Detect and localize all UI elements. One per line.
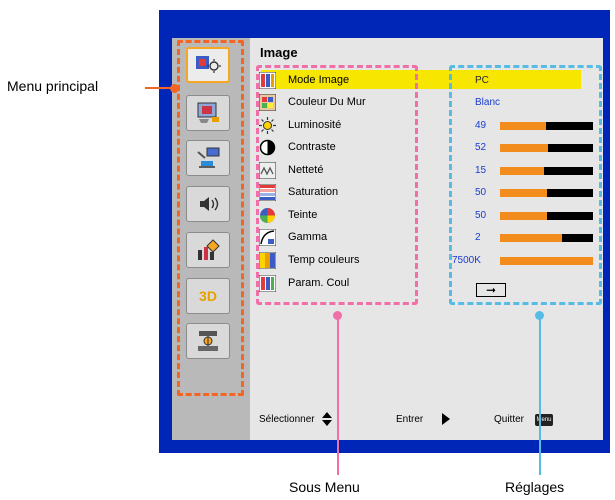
menu-item-couleur-du-mur[interactable]: Couleur Du Mur: [259, 92, 429, 112]
menu-item-gamma[interactable]: Gamma: [259, 227, 429, 247]
callout-main-menu: Menu principal: [7, 78, 99, 94]
slider-nettete[interactable]: [500, 167, 593, 175]
value-luminosite: 49: [475, 120, 487, 131]
value-saturation: 50: [475, 187, 487, 198]
main-menu-image-icon[interactable]: [186, 47, 230, 83]
slider-contraste[interactable]: [500, 144, 593, 152]
value-mode-image[interactable]: PC: [475, 75, 489, 86]
contrast-icon: [259, 139, 276, 155]
footer-enter-label: Entrer: [396, 414, 424, 425]
footer-hints: Sélectionner Entrer Quitter Menu: [259, 412, 599, 430]
tint-icon: [260, 207, 275, 223]
callout-line-settings: [539, 315, 541, 475]
menu-item-saturation[interactable]: Saturation: [259, 182, 429, 202]
slider-saturation[interactable]: [500, 189, 593, 197]
settings-outline: [449, 65, 602, 305]
color-settings-icon: [259, 274, 276, 292]
slider-temp-couleurs[interactable]: [500, 257, 593, 265]
submenu-outline: [256, 65, 418, 305]
callout-settings: Réglages: [505, 479, 565, 495]
saturation-icon: [259, 183, 276, 201]
gamma-icon: [259, 228, 276, 246]
sharpness-icon: [259, 161, 276, 179]
play-right-icon: [442, 413, 450, 428]
footer-select-label: Sélectionner: [259, 414, 315, 425]
main-menu-3d-icon[interactable]: 3D: [186, 278, 230, 314]
selected-row-highlight: [261, 70, 581, 89]
value-gamma: 2: [475, 232, 481, 243]
color-temp-icon: [259, 251, 276, 269]
callout-line-main: [145, 87, 175, 89]
value-nettete: 15: [475, 165, 487, 176]
main-menu-settings-icon[interactable]: [186, 140, 230, 176]
slider-gamma[interactable]: [500, 234, 593, 242]
value-temp-couleurs: 7500K: [452, 255, 481, 266]
main-menu-volume-icon[interactable]: [186, 186, 230, 222]
value-couleur-du-mur[interactable]: Blanc: [475, 97, 501, 108]
menu-item-mode-image[interactable]: Mode Image: [259, 70, 429, 90]
enter-arrow-button[interactable]: ➞: [476, 283, 506, 297]
menu-item-luminosite[interactable]: Luminosité: [259, 115, 429, 135]
main-menu-outline: [177, 40, 244, 396]
callout-dot-main: [170, 84, 179, 93]
menu-item-contraste[interactable]: Contraste: [259, 137, 429, 157]
arrow-right-icon: ➞: [485, 283, 497, 297]
menu-item-teinte[interactable]: Teinte: [259, 205, 429, 225]
brightness-icon: [259, 116, 276, 134]
callout-line-submenu: [337, 315, 339, 475]
value-contraste: 52: [475, 142, 487, 153]
page-title: Image: [260, 45, 298, 60]
menu-key-icon: Menu: [535, 414, 553, 426]
main-menu-network-icon[interactable]: [186, 323, 230, 359]
slider-teinte[interactable]: [500, 212, 593, 220]
menu-item-nettete[interactable]: Netteté: [259, 160, 429, 180]
footer-quit-label: Quitter: [494, 414, 525, 425]
menu-item-temp-couleurs[interactable]: Temp couleurs: [259, 250, 429, 270]
main-menu-display-icon[interactable]: [186, 95, 230, 131]
mode-image-icon: [259, 71, 276, 89]
callout-sub-menu: Sous Menu: [289, 479, 360, 495]
updown-arrow-icon: [322, 412, 332, 429]
menu-item-param-coul[interactable]: Param. Coul: [259, 273, 429, 293]
main-menu-options-icon[interactable]: [186, 232, 230, 268]
slider-luminosite[interactable]: [500, 122, 593, 130]
wall-color-icon: [259, 93, 276, 111]
value-teinte: 50: [475, 210, 487, 221]
